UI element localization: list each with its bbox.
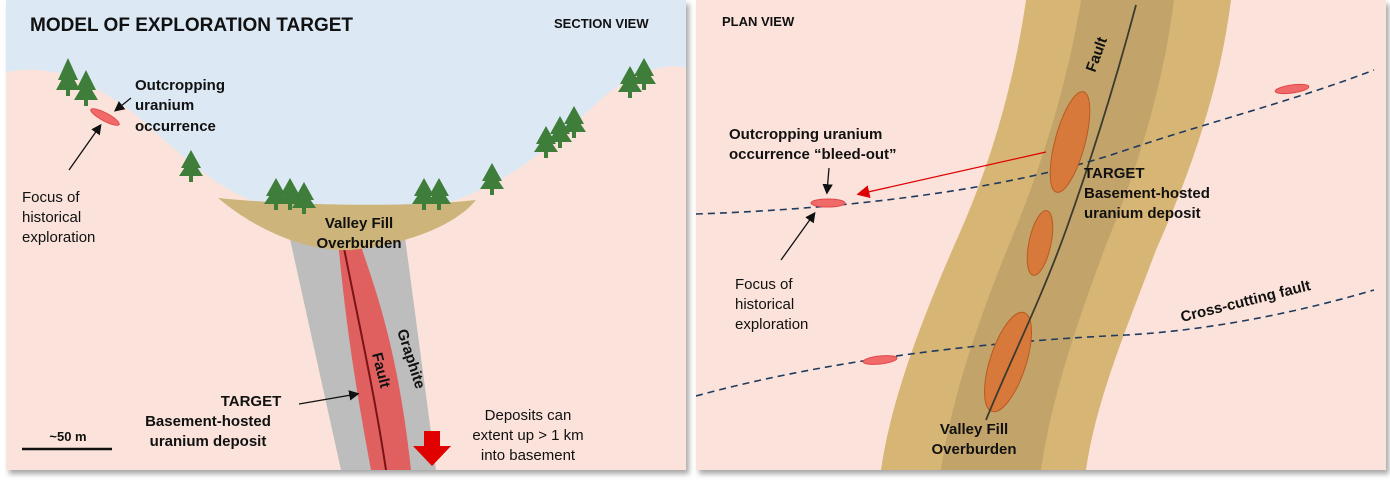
section-target-label-1: TARGET — [221, 393, 282, 410]
plan-view-label: PLAN VIEW — [722, 14, 795, 29]
plan-target-label-1: TARGET — [1084, 165, 1145, 182]
focus-label-1: Focus of — [22, 189, 80, 206]
bleed-out-occurrence — [810, 198, 846, 208]
section-target-label-2: Basement-hosted — [145, 413, 271, 430]
tree-icon — [56, 58, 80, 96]
deposit-note-3: into basement — [481, 447, 576, 464]
ore-body-upper — [1049, 91, 1091, 193]
plan-focus-label-2: historical — [735, 296, 794, 313]
lower-cross-fault — [696, 289, 1375, 397]
tree-icon — [632, 58, 656, 90]
target-arrow — [298, 390, 360, 405]
tree-icon — [480, 163, 504, 195]
target-deposit — [338, 238, 411, 470]
valley-fill — [218, 198, 476, 251]
plan-valley-fill-label-1: Valley Fill — [940, 421, 1008, 438]
tree-icon — [292, 182, 316, 214]
plan-valley-fill-label-2: Overburden — [931, 441, 1016, 458]
plan-focus-label-1: Focus of — [735, 276, 793, 293]
outcrop-label-2: uranium — [135, 97, 194, 114]
plan-outcrop-label-1: Outcropping uranium — [729, 126, 882, 143]
section-view-diagram: MODEL OF EXPLORATION TARGET SECTION VIEW… — [6, 0, 686, 470]
plan-view-diagram: PLAN VIEW Fault Outcropping uranium occu… — [696, 0, 1386, 470]
outcrop-occurrence — [90, 108, 120, 126]
section-view-label: SECTION VIEW — [554, 16, 649, 31]
tree-icon — [179, 150, 203, 182]
tree-icon — [427, 178, 451, 210]
plan-target-label-3: uranium deposit — [1084, 205, 1201, 222]
deposit-note-2: extent up > 1 km — [472, 427, 583, 444]
plan-view-panel: PLAN VIEW Fault Outcropping uranium occu… — [696, 0, 1386, 470]
occurrence-upper-right — [1274, 83, 1310, 95]
ore-body-middle — [1026, 210, 1054, 276]
occurrence-lower-left — [862, 355, 898, 365]
focus-arrow — [68, 123, 102, 171]
down-arrow-icon — [413, 431, 451, 466]
valley-fill-label-2: Overburden — [316, 235, 401, 252]
focus-arrow-plan — [780, 211, 816, 261]
focus-label-3: exploration — [22, 229, 95, 246]
trees — [56, 58, 656, 214]
outcrop-label-1: Outcropping — [135, 77, 225, 94]
outcrop-label-3: occurrence — [135, 118, 216, 135]
plan-outcrop-label-2: occurrence “bleed-out” — [729, 146, 897, 163]
valley-fill-label-1: Valley Fill — [325, 215, 393, 232]
plan-target-label-2: Basement-hosted — [1084, 185, 1210, 202]
focus-label-2: historical — [22, 209, 81, 226]
ore-body-lower — [984, 311, 1032, 413]
outcrop-arrow — [113, 97, 132, 112]
tree-icon — [562, 106, 586, 138]
outcrop-arrow-plan — [822, 167, 833, 195]
scale-label: ~50 m — [49, 429, 86, 444]
tree-icon — [74, 70, 98, 106]
bleed-out-red-arrow — [856, 151, 1047, 199]
section-view-panel: MODEL OF EXPLORATION TARGET SECTION VIEW… — [6, 0, 686, 470]
plan-focus-label-3: exploration — [735, 316, 808, 333]
section-target-label-3: uranium deposit — [150, 433, 267, 450]
deposit-note-1: Deposits can — [485, 407, 572, 424]
fault-line — [341, 237, 387, 470]
plan-fault-line — [985, 4, 1137, 421]
section-title: MODEL OF EXPLORATION TARGET — [30, 15, 353, 36]
